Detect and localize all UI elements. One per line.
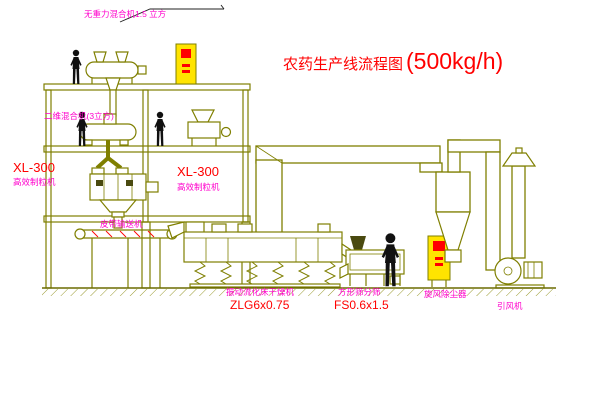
person-figure <box>154 111 166 146</box>
label-gravity-mixer: 无重力混合机1.5 立方 <box>84 9 166 19</box>
label-granulator-left-model: XL-300 <box>13 160 55 175</box>
main-duct <box>255 145 443 235</box>
label-granulator-left-name: 高效制粒机 <box>13 177 56 187</box>
fluid-bed-dryer <box>183 221 355 288</box>
granulator-right <box>187 109 232 146</box>
label-dryer-model: ZLG6x0.75 <box>230 298 290 312</box>
control-cabinet-1 <box>175 43 197 85</box>
control-cabinet-2 <box>427 235 451 287</box>
granulator-left <box>89 167 159 229</box>
label-screen: 方形筛分筛 <box>338 287 381 297</box>
label-cyclone: 旋风除尘器 <box>424 289 467 299</box>
y-discharge-pipe <box>95 140 123 170</box>
cyclone-separator <box>435 139 501 271</box>
label-2d-mixer: 二维混合机(3立方) <box>44 111 114 121</box>
label-screen-model: FS0.6x1.5 <box>334 298 389 312</box>
person-figure <box>70 49 82 84</box>
dimension-line <box>119 4 225 23</box>
ground-line <box>42 287 556 296</box>
label-granulator-right-name: 高效制粒机 <box>177 182 220 192</box>
label-granulator-right-model: XL-300 <box>177 164 219 179</box>
label-belt-conveyor: 皮带输送机 <box>100 219 143 229</box>
label-fan: 引风机 <box>497 301 523 311</box>
belt-conveyor <box>74 221 185 288</box>
gravity-mixer <box>85 51 147 117</box>
exhaust-stack <box>501 147 537 259</box>
induced-draft-fan <box>494 257 545 289</box>
label-dryer: 振动流化床干燥机 <box>226 287 295 297</box>
page-title: 农药生产线流程图(500kg/h) <box>283 48 503 74</box>
